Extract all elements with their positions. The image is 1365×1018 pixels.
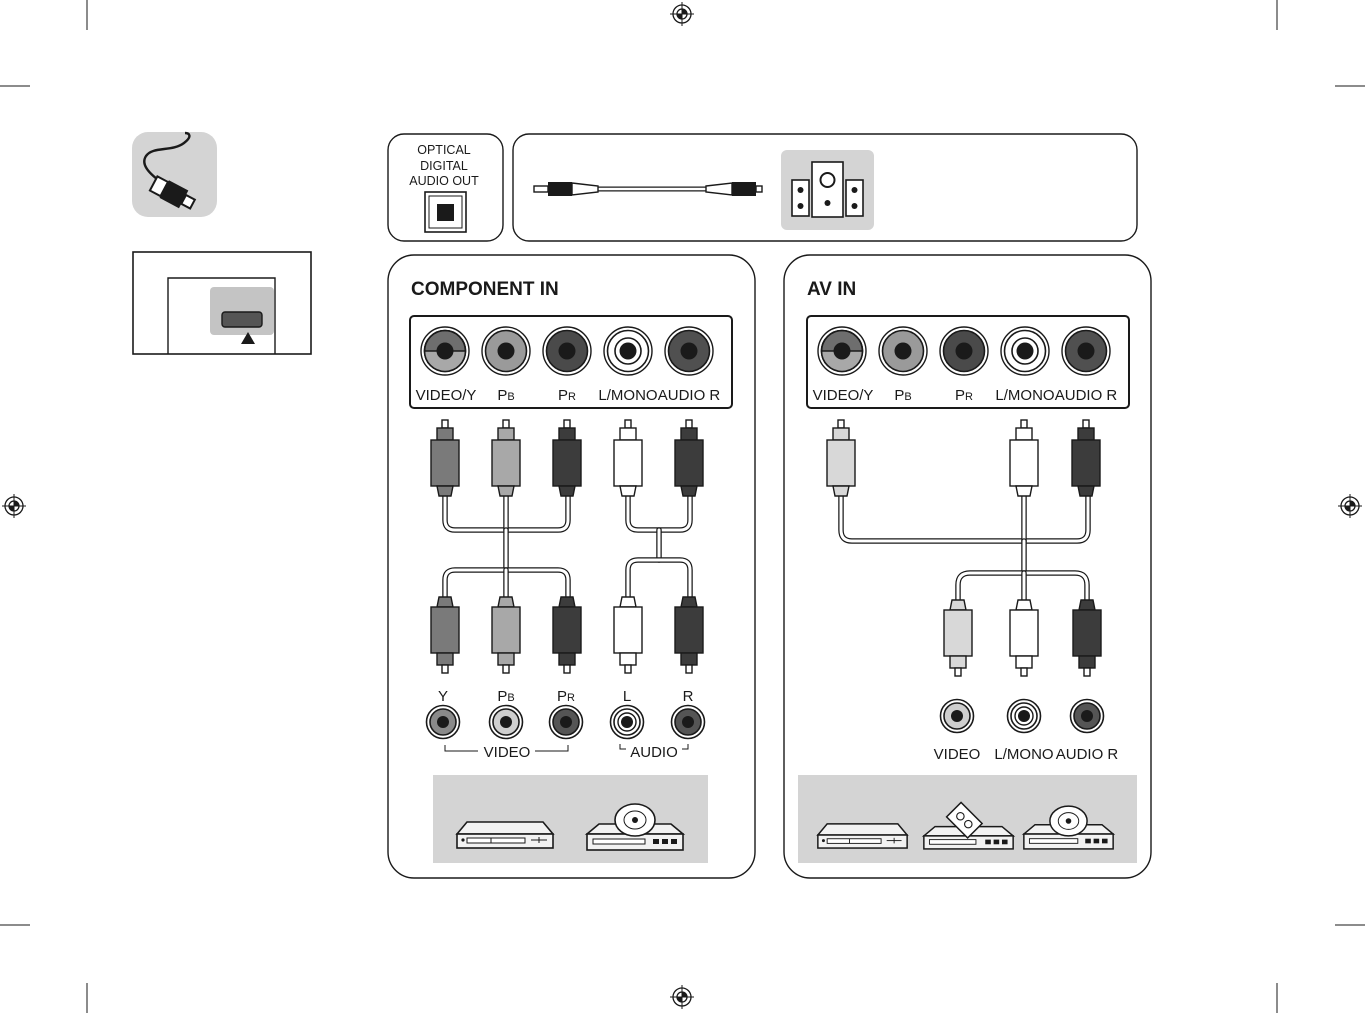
component-devices — [433, 775, 708, 863]
component-port-4 — [665, 327, 713, 375]
av-port-label-4: AUDIO R — [1055, 387, 1118, 404]
av-port-0 — [818, 327, 866, 375]
av-jack-label-2: AUDIO R — [1056, 746, 1119, 763]
av-port-2 — [940, 327, 988, 375]
av-port-label-3: L/MONO — [995, 387, 1054, 404]
av-port-4 — [1062, 327, 1110, 375]
dvd-recorder-icon — [818, 824, 907, 848]
optical-port-square — [437, 204, 454, 221]
rca-jack-icon — [550, 706, 583, 739]
av-port-label-0: VIDEO/Y — [813, 387, 874, 404]
rca-jack-icon — [490, 706, 523, 739]
component-port-1 — [482, 327, 530, 375]
rca-jack-icon — [427, 706, 460, 739]
component-port-2 — [543, 327, 591, 375]
optical-label-line-1: OPTICAL — [417, 143, 471, 157]
optical-connection-box — [513, 134, 1137, 241]
av-port-3 — [1001, 327, 1049, 375]
component-title: COMPONENT IN — [411, 279, 559, 300]
component-port-3 — [604, 327, 652, 375]
optical-label-line-2: DIGITAL — [420, 159, 468, 173]
rca-jack-icon — [611, 706, 644, 739]
optical-port-box: OPTICAL DIGITAL AUDIO OUT — [388, 134, 503, 241]
dvd-recorder-icon — [457, 822, 553, 848]
audio-group-label: AUDIO — [630, 744, 678, 761]
component-port-label-3: L/MONO — [598, 387, 657, 404]
component-port-label-0: VIDEO/Y — [416, 387, 477, 404]
component-jack-label-4: R — [683, 688, 694, 705]
rca-jack-icon — [1008, 700, 1041, 733]
component-jack-label-3: L — [623, 688, 631, 705]
av-title: AV IN — [807, 279, 856, 300]
av-port-1 — [879, 327, 927, 375]
rca-jack-icon — [941, 700, 974, 733]
av-jack-label-0: VIDEO — [934, 746, 981, 763]
tv-port-location-icon — [133, 252, 311, 354]
av-devices — [798, 775, 1137, 863]
rca-jack-icon — [1071, 700, 1104, 733]
optical-cable-icon — [132, 132, 217, 217]
component-jack-label-0: Y — [438, 688, 448, 705]
av-jack-label-1: L/MONO — [994, 746, 1053, 763]
component-port-0 — [421, 327, 469, 375]
rca-jack-icon — [672, 706, 705, 739]
video-group-label: VIDEO — [484, 744, 531, 761]
optical-label-line-3: AUDIO OUT — [409, 174, 479, 188]
component-port-label-4: AUDIO R — [658, 387, 721, 404]
speaker-system-icon — [781, 150, 874, 230]
